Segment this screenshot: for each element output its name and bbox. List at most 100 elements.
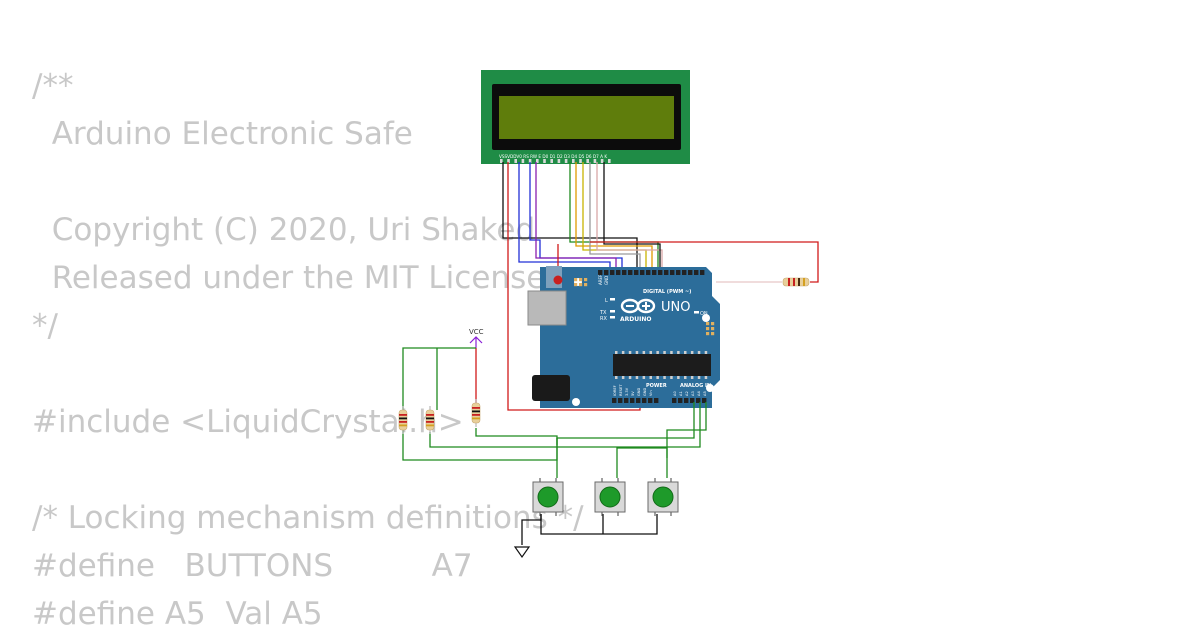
resistor-body <box>782 277 810 287</box>
power-pin[interactable] <box>636 398 641 403</box>
analog-pin[interactable] <box>678 398 683 403</box>
digital-pin[interactable] <box>598 270 603 275</box>
lcd-pin[interactable] <box>521 159 525 163</box>
reset-button[interactable] <box>553 275 563 285</box>
lcd-pin[interactable] <box>507 159 510 163</box>
pushbutton[interactable] <box>594 478 626 516</box>
lcd-pin[interactable] <box>536 159 539 163</box>
chip-pin <box>642 351 646 354</box>
arduino-logo-icon <box>620 298 656 314</box>
wire-vcc-r1 <box>402 347 476 410</box>
analog-pin[interactable] <box>690 398 695 403</box>
resistor-band <box>426 424 434 427</box>
power-pin[interactable] <box>630 398 635 403</box>
power-pin[interactable] <box>648 398 653 403</box>
analog-pin[interactable] <box>702 398 707 403</box>
digital-pin[interactable] <box>634 270 639 275</box>
power-pin[interactable] <box>612 398 617 403</box>
digital-pin[interactable] <box>622 270 627 275</box>
digital-pin[interactable] <box>688 270 693 275</box>
digital-pin[interactable] <box>646 270 651 275</box>
resistor-vertical[interactable] <box>398 406 408 434</box>
lcd-pin[interactable] <box>500 159 503 163</box>
arduino-brand-label: ARDUINO <box>620 316 651 323</box>
button-cap[interactable] <box>652 486 674 508</box>
uno-label: UNO <box>661 300 690 315</box>
resistor-band <box>426 414 434 416</box>
lcd-pin[interactable] <box>564 159 568 163</box>
power-pin[interactable] <box>618 398 623 403</box>
button-wires <box>402 347 707 478</box>
chip-pin <box>628 351 632 354</box>
chip-pins <box>615 376 708 379</box>
button-cap[interactable] <box>599 486 621 508</box>
wire-lcd-e <box>535 162 617 272</box>
digital-pin[interactable] <box>676 270 681 275</box>
power-pin[interactable] <box>654 398 659 403</box>
button-cap[interactable] <box>537 486 559 508</box>
pushbutton[interactable] <box>647 478 679 516</box>
resistor-band <box>472 417 480 420</box>
lcd-pin[interactable] <box>528 159 532 163</box>
resistor-body <box>425 409 435 431</box>
code-line: /** <box>32 68 74 104</box>
analog-pin[interactable] <box>696 398 701 403</box>
resistor-band <box>399 417 407 420</box>
lcd-pin[interactable] <box>593 159 597 163</box>
atmega-chip <box>613 354 711 376</box>
wire-lcd-rw <box>529 162 623 272</box>
resistor-band <box>793 278 795 286</box>
resistor-vertical[interactable] <box>471 399 481 427</box>
lcd-pin-labels: VSSVDDV0 RS RW E D0 D1 D2 D3 D4 D5 D6 D7… <box>499 154 607 159</box>
lcd-pin[interactable] <box>608 159 611 163</box>
digital-pin[interactable] <box>658 270 663 275</box>
rx-label: RX <box>600 316 607 322</box>
icsp-pin <box>711 322 715 326</box>
lcd-pin[interactable] <box>543 159 546 163</box>
power-pin-label: RESET <box>619 384 623 396</box>
power-pin-label: 3.3V <box>625 387 629 396</box>
lcd-pin[interactable] <box>600 159 604 163</box>
lcd-pin[interactable] <box>572 159 575 163</box>
digital-pin[interactable] <box>700 270 705 275</box>
icsp-pin <box>584 283 588 287</box>
digital-pin[interactable] <box>628 270 633 275</box>
digital-pin[interactable] <box>640 270 645 275</box>
lcd-pin[interactable] <box>550 159 553 163</box>
analog-pin[interactable] <box>672 398 677 403</box>
chip-pin <box>628 376 632 379</box>
pushbutton[interactable] <box>532 478 564 516</box>
lcd-pin[interactable] <box>514 159 517 163</box>
analog-pin[interactable] <box>684 398 689 403</box>
wire-lcd-d7 <box>589 162 641 272</box>
digital-pin[interactable] <box>652 270 657 275</box>
led-rx <box>610 316 615 319</box>
led-tx <box>610 310 615 313</box>
digital-pin[interactable] <box>670 270 675 275</box>
wire-gnd-b3 <box>540 514 658 535</box>
digital-pin[interactable] <box>664 270 669 275</box>
power-pin[interactable] <box>624 398 629 403</box>
code-line: #include <LiquidCrystal.h> <box>32 404 464 440</box>
arduino-uno-board[interactable]: DIGITAL (PWM ~) AREF GND L TX RX ON UNO … <box>527 266 720 408</box>
lcd-pin[interactable] <box>579 159 582 163</box>
digital-pin[interactable] <box>694 270 699 275</box>
digital-pin[interactable] <box>616 270 621 275</box>
chip-pin <box>635 376 639 379</box>
lcd-display[interactable]: VSSVDDV0 RS RW E D0 D1 D2 D3 D4 D5 D6 D7… <box>481 70 690 164</box>
lcd-pin[interactable] <box>586 159 589 163</box>
icsp-pin <box>706 327 710 331</box>
power-pin[interactable] <box>642 398 647 403</box>
lcd-pin[interactable] <box>557 159 561 163</box>
analog-header-label: ANALOG IN <box>680 383 711 389</box>
analog-pin-label: A3 <box>691 391 695 396</box>
aref-label: AREF <box>598 274 603 285</box>
resistor-backlight[interactable] <box>782 277 810 287</box>
resistor-vertical[interactable] <box>425 406 435 434</box>
wire-button2-3 <box>616 447 668 478</box>
icsp-pin <box>579 278 583 282</box>
digital-pin[interactable] <box>610 270 615 275</box>
digital-pin[interactable] <box>604 270 609 275</box>
digital-pin[interactable] <box>682 270 687 275</box>
pull-resistors <box>398 399 481 434</box>
